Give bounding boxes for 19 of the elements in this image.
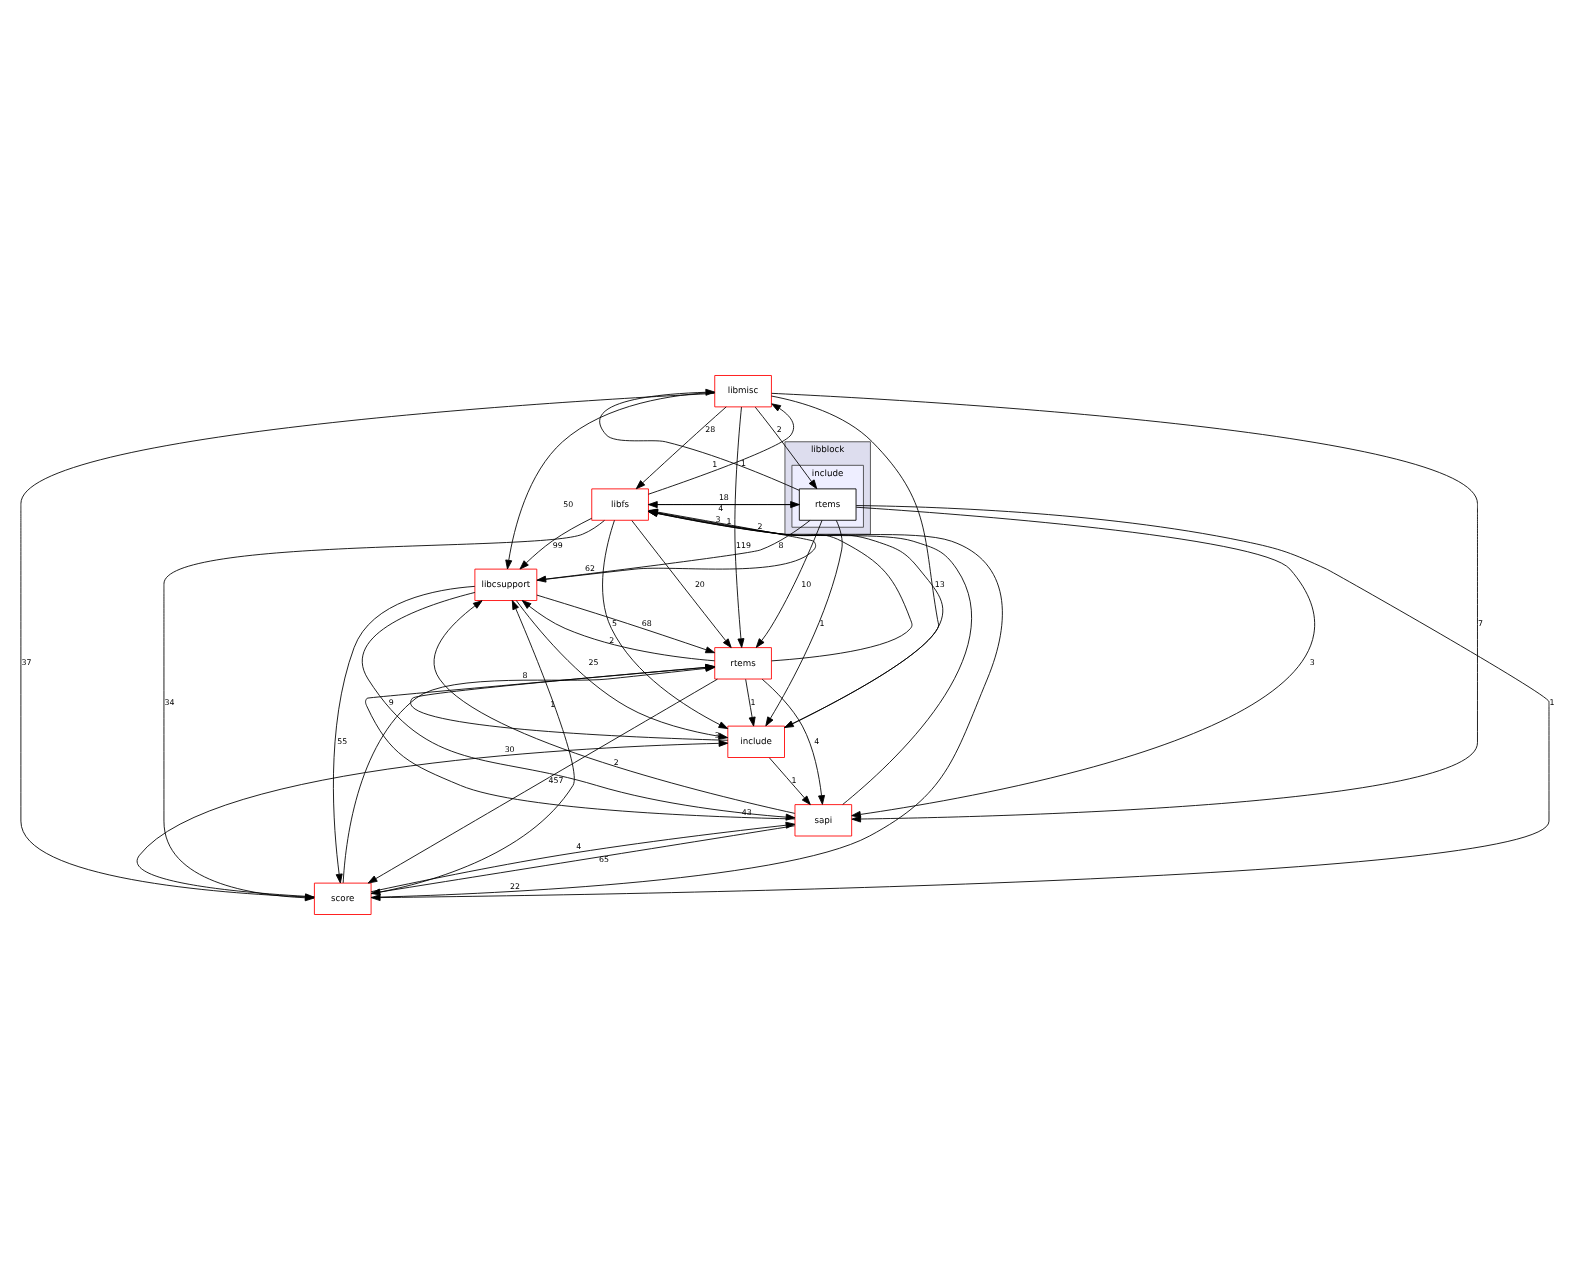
arrow (771, 391, 1478, 822)
arrow (734, 405, 745, 647)
arrow (755, 518, 823, 647)
arrow (754, 405, 818, 489)
arrow (519, 516, 593, 569)
arrow (505, 390, 716, 569)
arrow (769, 756, 811, 804)
arrow (515, 599, 729, 739)
arrow (602, 518, 729, 728)
arrow (631, 519, 732, 647)
arrow (521, 599, 715, 661)
arrow (333, 584, 476, 883)
arrow (648, 500, 800, 508)
arrow (536, 593, 715, 653)
arrow (851, 505, 1314, 817)
arrow (745, 677, 756, 726)
arrow (761, 677, 825, 804)
arrow (648, 402, 795, 494)
arrow (635, 405, 727, 489)
